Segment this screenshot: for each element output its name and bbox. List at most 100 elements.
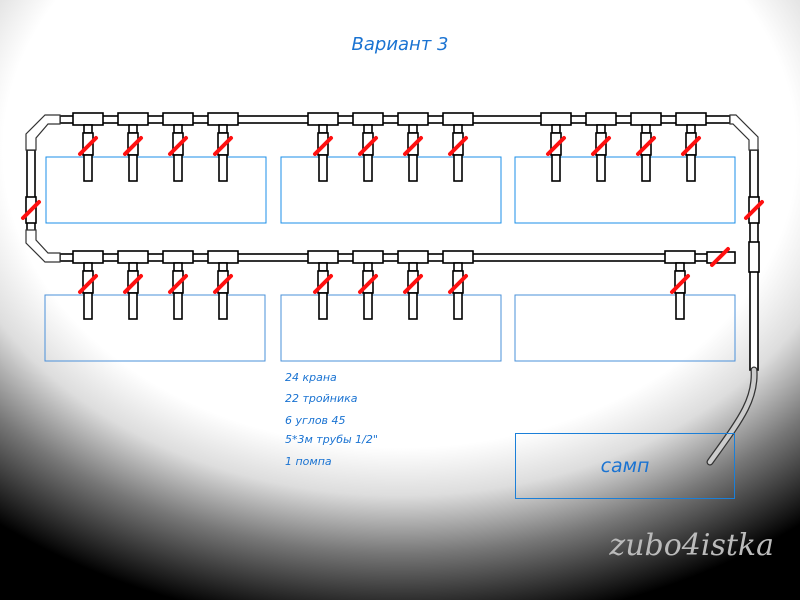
- valve-handle-icon: [168, 274, 188, 294]
- note-pump: 1 помпа: [285, 455, 332, 468]
- watermark-logo: zubo4istka: [609, 528, 774, 563]
- tee-fitting: [664, 250, 696, 264]
- valve-handle-icon: [313, 136, 333, 156]
- tee-fitting: [540, 112, 572, 126]
- tee-fitting: [352, 112, 384, 126]
- left-pipe: [26, 149, 36, 241]
- tee-stem: [83, 262, 93, 272]
- tee-stem: [318, 124, 328, 134]
- tee-fitting: [72, 112, 104, 126]
- tee-fitting: [675, 112, 707, 126]
- tee-stem: [408, 262, 418, 272]
- outlet-pipe: [218, 292, 228, 320]
- valve-handle-icon: [710, 247, 730, 267]
- tee-stem: [83, 124, 93, 134]
- tee-fitting: [307, 250, 339, 264]
- tank-box: [280, 156, 502, 224]
- tee-fitting: [117, 250, 149, 264]
- elbow-45: [25, 229, 61, 263]
- note-tees: 22 тройника: [285, 392, 358, 405]
- tee-stem: [641, 124, 651, 134]
- tee-stem: [686, 124, 696, 134]
- outlet-pipe: [551, 154, 561, 182]
- tee-fitting: [162, 112, 194, 126]
- outlet-pipe: [408, 292, 418, 320]
- tee-stem: [453, 124, 463, 134]
- valve-handle-icon: [681, 136, 701, 156]
- tee-fitting: [207, 112, 239, 126]
- tee-fitting: [748, 241, 760, 273]
- note-elbows: 6 углов 45: [285, 414, 346, 427]
- tee-stem: [218, 262, 228, 272]
- valve-handle-icon: [744, 200, 764, 220]
- outlet-pipe: [363, 292, 373, 320]
- tee-fitting: [162, 250, 194, 264]
- outlet-pipe: [173, 292, 183, 320]
- tee-stem: [173, 262, 183, 272]
- tee-stem: [318, 262, 328, 272]
- tee-stem: [408, 124, 418, 134]
- tee-fitting: [72, 250, 104, 264]
- tee-fitting: [442, 112, 474, 126]
- tee-fitting: [585, 112, 617, 126]
- outlet-pipe: [128, 154, 138, 182]
- hose-inner: [707, 367, 757, 465]
- tee-stem: [363, 124, 373, 134]
- tee-fitting: [442, 250, 474, 264]
- valve-handle-icon: [670, 274, 690, 294]
- tank-box: [514, 156, 736, 224]
- top-pipe: [59, 115, 731, 124]
- valve-handle-icon: [78, 136, 98, 156]
- valve-handle-icon: [21, 200, 41, 220]
- valve-handle-icon: [546, 136, 566, 156]
- valve-handle-icon: [168, 136, 188, 156]
- note-pipes: 5*3м трубы 1/2": [285, 433, 378, 446]
- outlet-pipe: [596, 154, 606, 182]
- diagram-title: Вариант 3: [351, 34, 449, 55]
- tee-fitting: [117, 112, 149, 126]
- sump-box: самп: [515, 433, 735, 499]
- valve-handle-icon: [591, 136, 611, 156]
- outlet-pipe: [83, 154, 93, 182]
- valve-handle-icon: [403, 136, 423, 156]
- tee-fitting: [630, 112, 662, 126]
- tee-stem: [453, 262, 463, 272]
- outlet-pipe: [218, 154, 228, 182]
- tee-stem: [551, 124, 561, 134]
- outlet-pipe: [686, 154, 696, 182]
- valve-handle-icon: [358, 274, 378, 294]
- tank-box: [45, 156, 267, 224]
- tee-stem: [363, 262, 373, 272]
- outlet-pipe: [641, 154, 651, 182]
- valve-handle-icon: [78, 274, 98, 294]
- valve-handle-icon: [448, 136, 468, 156]
- outlet-pipe: [128, 292, 138, 320]
- valve-handle-icon: [636, 136, 656, 156]
- elbow-45: [729, 114, 759, 151]
- tee-fitting: [397, 112, 429, 126]
- tee-stem: [596, 124, 606, 134]
- tee-stem: [128, 124, 138, 134]
- tee-fitting: [207, 250, 239, 264]
- tee-fitting: [397, 250, 429, 264]
- tank-box: [44, 294, 266, 362]
- outlet-pipe: [453, 154, 463, 182]
- elbow-45: [25, 114, 61, 151]
- tank-box: [280, 294, 502, 362]
- tee-stem: [218, 124, 228, 134]
- valve-handle-icon: [448, 274, 468, 294]
- valve-handle-icon: [123, 136, 143, 156]
- outlet-pipe: [318, 292, 328, 320]
- outlet-pipe: [318, 154, 328, 182]
- note-valves: 24 крана: [285, 371, 337, 384]
- valve-handle-icon: [213, 274, 233, 294]
- tee-fitting: [352, 250, 384, 264]
- outlet-pipe: [675, 292, 685, 320]
- tee-stem: [173, 124, 183, 134]
- tee-stem: [128, 262, 138, 272]
- tank-box: [514, 294, 736, 362]
- valve-handle-icon: [358, 136, 378, 156]
- valve-handle-icon: [123, 274, 143, 294]
- outlet-pipe: [363, 154, 373, 182]
